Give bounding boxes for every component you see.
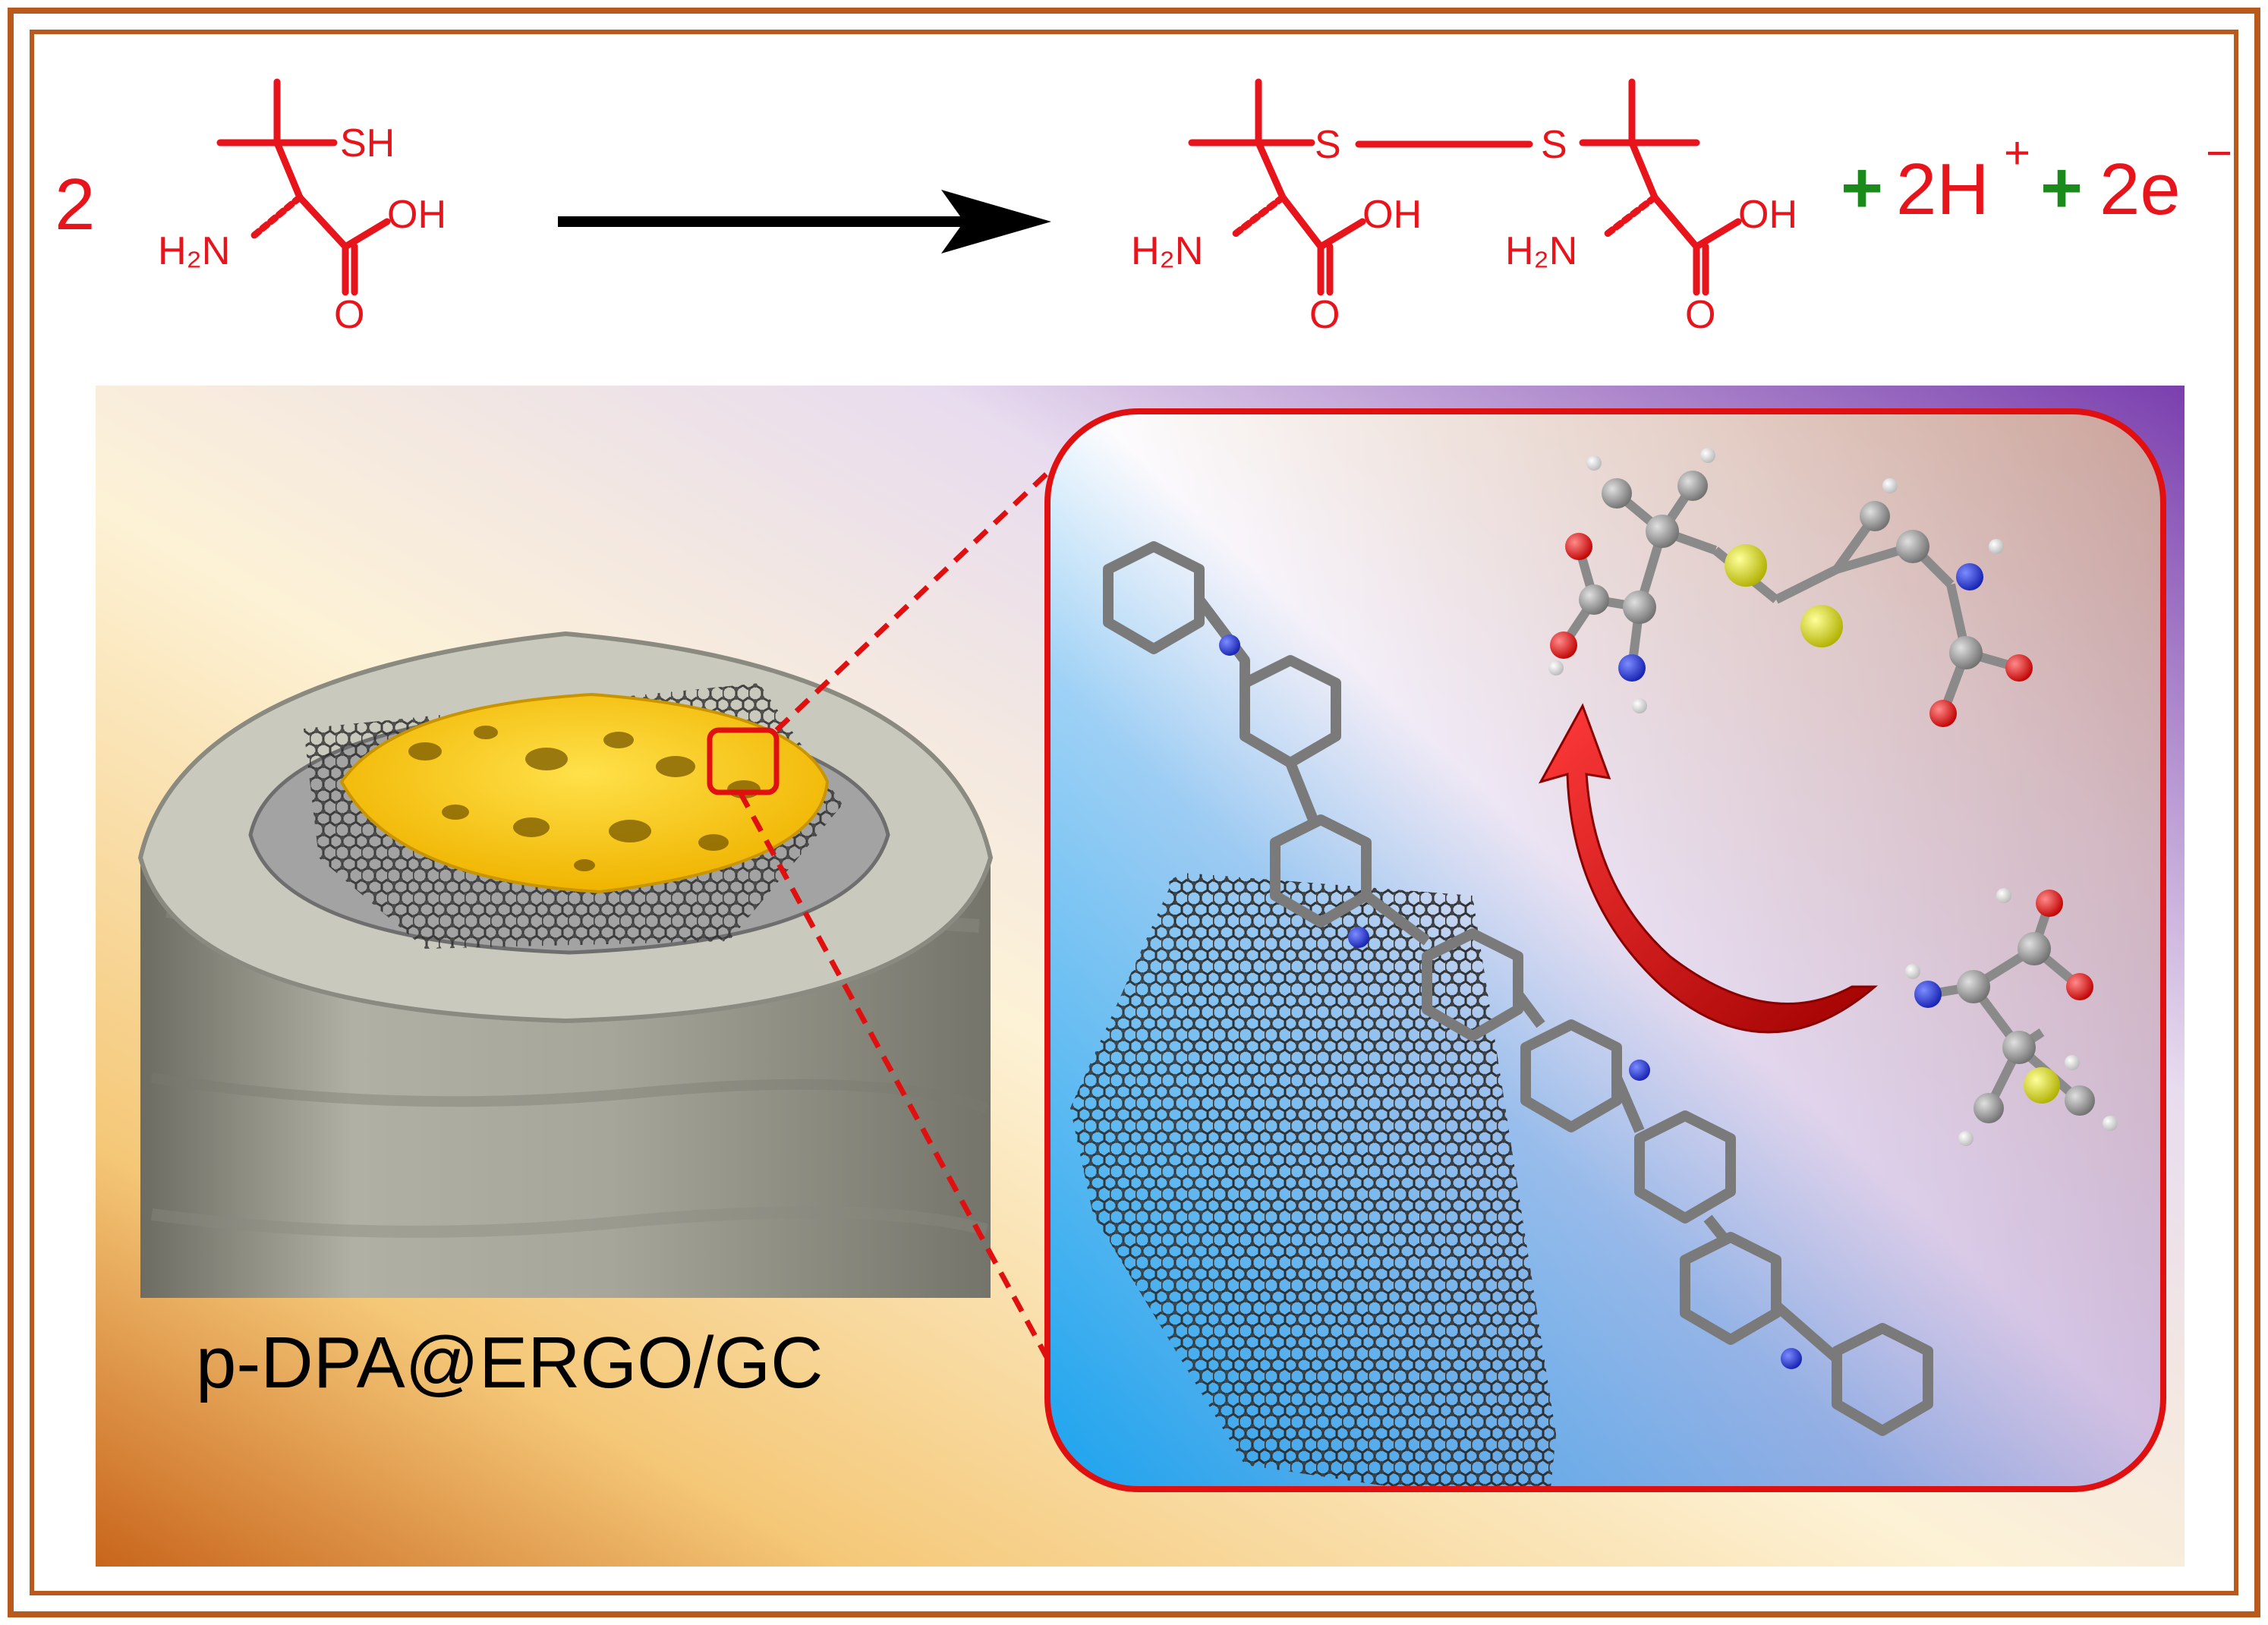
hydrogen-atom bbox=[2103, 1116, 2118, 1131]
oxygen-atom bbox=[2036, 890, 2063, 917]
hydrogen-atom bbox=[2065, 1055, 2080, 1070]
carbonyl-o-right-label: O bbox=[1685, 293, 1715, 337]
right-arrow-icon bbox=[558, 190, 1051, 254]
carbon-atom bbox=[2065, 1085, 2095, 1116]
nitrogen-atom bbox=[1956, 563, 1983, 590]
sulfur-left-label: S bbox=[1315, 123, 1341, 167]
zoom-source-box bbox=[707, 727, 780, 795]
hydrogen-atom bbox=[1882, 478, 1898, 493]
hydrogen-atom bbox=[1905, 964, 1920, 979]
nitrogen-atom bbox=[1219, 635, 1240, 656]
hydroxyl-label: OH bbox=[387, 193, 446, 237]
carbon-atom bbox=[1957, 970, 1990, 1003]
sulfur-atom bbox=[1800, 605, 1843, 647]
illustration-panel: p-DPA@ERGO/GC bbox=[96, 386, 2185, 1567]
electrode-label: p-DPA@ERGO/GC bbox=[196, 1322, 823, 1403]
carbon-atom bbox=[1973, 1093, 2004, 1123]
carbon-atom bbox=[1623, 590, 1656, 624]
nitrogen-atom bbox=[1914, 981, 1942, 1008]
electrode bbox=[137, 631, 994, 1298]
plus-sign-2: + bbox=[2040, 147, 2083, 228]
oxygen-atom bbox=[1565, 533, 1592, 560]
nitrogen-atom bbox=[1629, 1060, 1650, 1081]
nitrogen-atom bbox=[1348, 927, 1369, 948]
amine-right-label: H₂N bbox=[1505, 229, 1577, 273]
carbon-atom bbox=[2002, 1031, 2036, 1064]
carbon-atom bbox=[1949, 636, 1983, 669]
hydrogen-atom bbox=[1632, 698, 1647, 713]
hydrogen-atom bbox=[1548, 660, 1564, 676]
dashed-zoom-lines bbox=[737, 446, 1076, 1360]
nitrogen-atom bbox=[1781, 1348, 1802, 1369]
electron-term: 2e bbox=[2099, 149, 2181, 230]
sulfur-right-label: S bbox=[1541, 123, 1567, 167]
oxygen-atom bbox=[1550, 631, 1577, 659]
carbon-atom bbox=[2018, 932, 2051, 965]
reactant-penicillamine bbox=[216, 78, 391, 296]
stoichiometric-coefficient: 2 bbox=[55, 164, 95, 245]
electron-charge: − bbox=[2206, 128, 2232, 178]
proton-term: 2H bbox=[1896, 149, 1989, 230]
hydrogen-atom bbox=[1958, 1131, 1973, 1146]
disulfide-molecule bbox=[1548, 448, 2033, 727]
carbonyl-o-left-label: O bbox=[1309, 293, 1340, 337]
amine-left-label: H₂N bbox=[1131, 229, 1203, 273]
inset-border bbox=[1044, 408, 2166, 1492]
hydroxyl-left-label: OH bbox=[1362, 193, 1422, 237]
penicillamine-molecule bbox=[1905, 888, 2118, 1146]
reaction-equation: 2 SH H₂N OH O bbox=[55, 78, 2232, 337]
curved-arrow-icon bbox=[1538, 703, 1879, 1034]
carbon-atom bbox=[1677, 471, 1708, 501]
carbon-atom bbox=[1896, 530, 1929, 563]
outer-frame bbox=[8, 8, 2260, 1617]
polymer-nitrogen-atoms bbox=[1219, 635, 1802, 1369]
oxygen-atom bbox=[2005, 654, 2033, 682]
proton-charge: + bbox=[2004, 128, 2030, 178]
nitrogen-atom bbox=[1618, 654, 1646, 682]
hydrogen-atom bbox=[1586, 455, 1602, 471]
plus-sign-1: + bbox=[1841, 147, 1883, 228]
polymer-chain-pdpa bbox=[1103, 541, 1933, 1436]
sulfur-atom bbox=[1725, 544, 1767, 587]
sulfur-atom bbox=[2024, 1067, 2060, 1104]
hydrogen-atom bbox=[1996, 888, 2011, 903]
oxygen-atom bbox=[2066, 973, 2093, 1000]
product-penicillamine-disulfide bbox=[1188, 78, 1742, 296]
amine-label: H₂N bbox=[158, 229, 230, 273]
hydrogen-atom bbox=[1700, 448, 1715, 463]
carbon-atom bbox=[1602, 478, 1632, 509]
thiol-label: SH bbox=[340, 121, 395, 165]
hydroxyl-right-label: OH bbox=[1738, 193, 1797, 237]
carbonyl-o-label: O bbox=[334, 293, 364, 337]
oxygen-atom bbox=[1929, 700, 1957, 727]
carbon-atom bbox=[1860, 501, 1890, 531]
carbon-atom bbox=[1646, 515, 1679, 548]
carbon-atom bbox=[1579, 584, 1609, 615]
hydrogen-atom bbox=[1989, 539, 2004, 554]
gold-film-pores bbox=[408, 726, 761, 871]
magnified-inset bbox=[1044, 408, 2166, 1492]
